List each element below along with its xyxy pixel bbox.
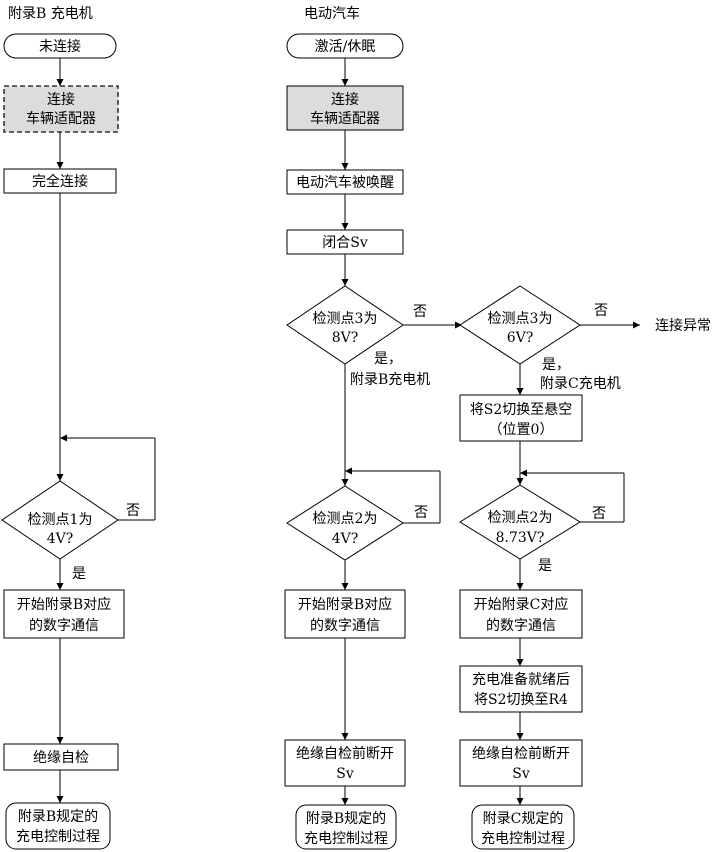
control-process-label-mid-1: 附录B规定的 bbox=[306, 811, 386, 827]
check-point1-no-label: 否 bbox=[126, 503, 140, 519]
ev-woken-label: 电动汽车被唤醒 bbox=[296, 174, 394, 191]
insulation-label-right-2: Sv bbox=[512, 766, 530, 782]
connect-adapter-box-mid bbox=[286, 85, 404, 131]
check-point2-mid-no-label: 否 bbox=[414, 505, 428, 521]
comm-label-mid-1: 开始附录B对应 bbox=[298, 596, 392, 613]
connect-adapter-box-left bbox=[3, 85, 119, 133]
control-process-label-right-1: 附录C规定的 bbox=[483, 811, 564, 827]
check-point2-right-label-1: 检测点2为 bbox=[488, 510, 553, 526]
comm-label-right-1: 开始附录C对应 bbox=[474, 596, 569, 613]
check-point2-right-no-label: 否 bbox=[592, 506, 606, 522]
comm-box-mid bbox=[284, 589, 406, 639]
check-point3-right-yes-label-2: 附录C充电机 bbox=[540, 376, 621, 392]
charge-ready-box bbox=[459, 665, 583, 713]
insulation-label-mid-2: Sv bbox=[336, 766, 354, 782]
control-process-label-left-2: 充电控制过程 bbox=[16, 829, 100, 845]
comm-label-left-1: 开始附录B对应 bbox=[17, 596, 111, 613]
check-point1-label-1: 检测点1为 bbox=[28, 512, 93, 528]
comm-box-right bbox=[459, 589, 583, 639]
comm-label-left-2: 的数字通信 bbox=[29, 618, 99, 634]
comm-box-left bbox=[3, 589, 125, 639]
right-column-header: 电动汽车 bbox=[304, 5, 360, 22]
connect-label-left-2: 车辆适配器 bbox=[26, 110, 96, 127]
connect-label-mid-2: 车辆适配器 bbox=[310, 110, 380, 127]
control-process-label-right-2: 充电控制过程 bbox=[481, 831, 565, 847]
charge-ready-label-2: 将S2切换至R4 bbox=[474, 691, 568, 708]
check-point2-right-yes-label: 是 bbox=[538, 558, 552, 574]
switch-s2-label-1: 将S2切换至悬空 bbox=[470, 401, 573, 418]
comm-label-right-2: 的数字通信 bbox=[486, 618, 556, 634]
check-point3-right-label-1: 检测点3为 bbox=[488, 311, 553, 327]
check-point3-mid-label-2: 8V? bbox=[332, 330, 359, 346]
connect-label-left-1: 连接 bbox=[47, 91, 75, 108]
connection-abnormal-label: 连接异常 bbox=[655, 317, 711, 334]
close-sv-box bbox=[286, 229, 404, 255]
control-process-label-left-1: 附录B规定的 bbox=[18, 809, 98, 825]
close-sv-label: 闭合Sv bbox=[322, 235, 368, 251]
insulation-box-left bbox=[3, 743, 119, 771]
connect-label-mid-1: 连接 bbox=[331, 91, 359, 108]
check-point3-mid-yes-label-1: 是， bbox=[374, 351, 402, 367]
check-point3-right-label-2: 6V? bbox=[507, 330, 534, 346]
check-point3-right-yes-label-1: 是， bbox=[542, 357, 570, 373]
insulation-box-right bbox=[459, 739, 583, 787]
control-process-box-right bbox=[471, 804, 575, 850]
control-process-label-mid-2: 充电控制过程 bbox=[304, 831, 388, 847]
control-process-box-mid bbox=[295, 804, 397, 850]
check-point2-mid-label-2: 4V? bbox=[332, 531, 359, 547]
charge-ready-label-1: 充电准备就绪后 bbox=[472, 671, 570, 688]
check-point1-yes-label: 是 bbox=[72, 566, 86, 582]
check-point3-mid-no-label: 否 bbox=[413, 304, 427, 320]
switch-s2-label-2: （位置0） bbox=[489, 422, 554, 438]
insulation-label-mid-1: 绝缘自检前断开 bbox=[296, 745, 394, 762]
check-point1-label-2: 4V? bbox=[47, 531, 74, 547]
switch-s2-box bbox=[459, 394, 583, 442]
check-point3-mid-label-1: 检测点3为 bbox=[313, 311, 378, 327]
unconnected-label: 未连接 bbox=[39, 38, 81, 55]
check-point3-mid-yes-label-2: 附录B充电机 bbox=[350, 372, 430, 388]
insulation-label-right-1: 绝缘自检前断开 bbox=[472, 745, 570, 762]
left-column-header: 附录B 充电机 bbox=[8, 6, 93, 22]
insulation-label-left: 绝缘自检 bbox=[33, 750, 89, 766]
check-point2-right-label-2: 8.73V? bbox=[496, 530, 545, 546]
control-process-box-left bbox=[5, 802, 111, 850]
ev-woken-box bbox=[286, 169, 404, 195]
insulation-box-mid bbox=[284, 739, 406, 787]
full-connect-label: 完全连接 bbox=[32, 173, 88, 190]
comm-label-mid-2: 的数字通信 bbox=[310, 618, 380, 634]
wake-sleep-label: 激活/休眠 bbox=[315, 38, 376, 55]
check-point2-mid-label-1: 检测点2为 bbox=[313, 511, 378, 527]
check-point3-right-no-label: 否 bbox=[594, 303, 608, 319]
